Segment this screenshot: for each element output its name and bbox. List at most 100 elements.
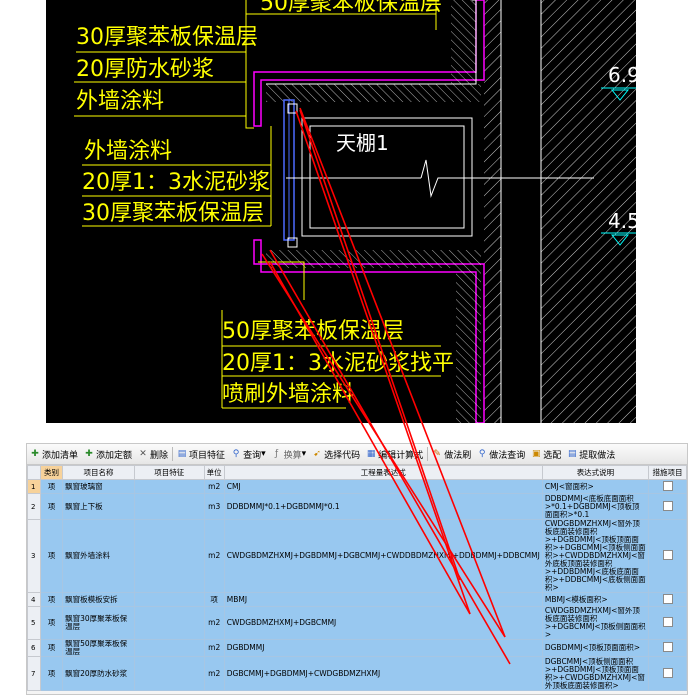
- header-measure[interactable]: 措施项目: [648, 465, 687, 480]
- cell-expr[interactable]: CWDGBDMZHXMJ+DGBCMMJ: [223, 606, 543, 640]
- add-list-button[interactable]: ✚添加清单: [31, 449, 79, 461]
- label-mid-3: 30厚聚苯板保温层: [82, 201, 264, 226]
- search-button[interactable]: ⚲查询 ▾: [232, 449, 266, 461]
- delete-button[interactable]: ✕删除: [139, 449, 169, 461]
- cell-type[interactable]: 项: [39, 656, 64, 691]
- header-feature[interactable]: 项目特征: [133, 465, 205, 480]
- cell-expr[interactable]: CWDGBDMZHXMJ+DGBDMMJ+DGBCMMJ+CWDDBDMZHXM…: [223, 519, 543, 593]
- cell-expr[interactable]: DGBCMMJ+DGBDMMJ+CWDGBDMZHXMJ: [223, 656, 543, 691]
- convert-icon: ƒ: [275, 449, 279, 459]
- cell-measure: [648, 639, 687, 657]
- select-code-button[interactable]: ➹选择代码: [313, 449, 361, 461]
- cell-feature[interactable]: [133, 479, 205, 494]
- row-number[interactable]: 5: [27, 606, 41, 640]
- measure-checkbox[interactable]: [662, 593, 673, 604]
- row-number[interactable]: 4: [27, 592, 41, 607]
- cell-feature[interactable]: [133, 493, 205, 520]
- extract-button[interactable]: ▤提取做法: [567, 449, 616, 461]
- header-type[interactable]: 类别: [39, 465, 64, 480]
- cell-expr[interactable]: DDBDMMJ*0.1+DGBDMMJ*0.1: [223, 493, 543, 520]
- cell-feature[interactable]: [133, 656, 205, 691]
- row-number[interactable]: 6: [27, 639, 41, 657]
- header-expr[interactable]: 工程量表达式: [223, 465, 543, 480]
- cell-unit[interactable]: m2: [203, 606, 225, 640]
- cell-type[interactable]: 项: [39, 519, 64, 593]
- brush-button[interactable]: ✎做法刷: [433, 449, 472, 461]
- cell-unit[interactable]: 项: [203, 592, 225, 607]
- method-search-button[interactable]: ⚲做法查询: [478, 449, 526, 461]
- measure-checkbox[interactable]: [662, 667, 673, 678]
- cell-expr[interactable]: DGBDMMJ: [223, 639, 543, 657]
- table-header: 类别 项目名称 项目特征 单位 工程量表达式 表达式说明 措施项目: [27, 465, 687, 480]
- cell-name[interactable]: 飘窗板模板安拆: [62, 592, 135, 607]
- cell-name[interactable]: 飘窗50厚聚苯板保温层: [62, 639, 135, 657]
- cell-desc[interactable]: DGBCMMJ<顶板侧面面积>+DGBDMMJ<顶板顶面面积>+CWDGBDMZ…: [541, 656, 650, 691]
- extract-icon: ▤: [567, 449, 577, 459]
- edit-formula-button[interactable]: ▦编辑计算式: [366, 449, 424, 461]
- header-unit[interactable]: 单位: [203, 465, 225, 480]
- select-config-button[interactable]: ▣选配: [531, 449, 562, 461]
- measure-checkbox[interactable]: [662, 550, 673, 560]
- cell-name[interactable]: 飘窗玻璃窗: [62, 479, 135, 494]
- cell-type[interactable]: 项: [39, 592, 64, 607]
- header-name[interactable]: 项目名称: [62, 465, 135, 480]
- cell-expr[interactable]: CMJ: [223, 479, 543, 494]
- cell-type[interactable]: 项: [39, 479, 64, 494]
- cad-drawing[interactable]: 50厚聚苯板保温层 30厚聚苯板保温层 20厚防水砂浆 外墙涂料 外墙涂料 20…: [46, 0, 636, 423]
- cell-expr[interactable]: MBMJ: [223, 592, 543, 607]
- cell-name[interactable]: 飘窗30厚聚苯板保温层: [62, 606, 135, 640]
- cell-feature[interactable]: [133, 639, 205, 657]
- label-mid-1: 外墙涂料: [84, 139, 172, 164]
- cell-measure: [648, 656, 687, 691]
- row-number[interactable]: 1: [27, 479, 41, 494]
- cell-measure: [648, 606, 687, 640]
- measure-checkbox[interactable]: [662, 617, 673, 627]
- cell-desc[interactable]: CMJ<窗面积>: [541, 479, 650, 494]
- header-desc[interactable]: 表达式说明: [541, 465, 650, 480]
- cell-name[interactable]: 飘窗上下板: [62, 493, 135, 520]
- cell-feature[interactable]: [133, 606, 205, 640]
- cell-type[interactable]: 项: [39, 606, 64, 640]
- row-number[interactable]: 2: [27, 493, 41, 520]
- cell-type[interactable]: 项: [39, 639, 64, 657]
- cell-feature[interactable]: [133, 592, 205, 607]
- cell-desc[interactable]: DGBDMMJ<顶板顶面面积>: [541, 639, 650, 657]
- cell-unit[interactable]: m2: [203, 639, 225, 657]
- row-number[interactable]: 3: [27, 519, 41, 593]
- measure-checkbox[interactable]: [662, 480, 673, 491]
- measure-checkbox[interactable]: [662, 642, 673, 652]
- cell-feature[interactable]: [133, 519, 205, 593]
- cell-measure: [648, 493, 687, 520]
- cell-desc[interactable]: MBMJ<模板面积>: [541, 592, 650, 607]
- cell-unit[interactable]: m3: [203, 493, 225, 520]
- cell-unit[interactable]: m2: [203, 519, 225, 593]
- add-quota-button[interactable]: ✚添加定额: [85, 449, 133, 461]
- cell-type[interactable]: 项: [39, 493, 64, 520]
- cell-desc[interactable]: DDBDMMJ<底板底面面积>*0.1+DGBDMMJ<顶板顶面面积>*0.1: [541, 493, 650, 520]
- cell-unit[interactable]: m2: [203, 656, 225, 691]
- cell-name[interactable]: 飘窗外墙涂料: [62, 519, 135, 593]
- cad-canvas: 50厚聚苯板保温层 30厚聚苯板保温层 20厚防水砂浆 外墙涂料 外墙涂料 20…: [74, 0, 636, 423]
- measure-checkbox[interactable]: [662, 500, 673, 511]
- cell-name[interactable]: 飘窗20厚防水砂浆: [62, 656, 135, 691]
- elevation-label-2: 4.5: [608, 209, 636, 233]
- label-bottom-2: 20厚1：3水泥砂浆找平: [222, 351, 454, 376]
- cell-desc[interactable]: CWDGBDMZHXMJ<窗外顶板底面装修面积>+DGBDMMJ<顶板顶面面积>…: [541, 519, 650, 593]
- row-number[interactable]: 7: [27, 656, 41, 691]
- wall-gap: [501, 0, 541, 423]
- cell-desc[interactable]: CWDGBDMZHXMJ<窗外顶板底面装修面积>+DGBCMMJ<顶板侧面面积>: [541, 606, 650, 640]
- feature-button[interactable]: ▤项目特征: [177, 449, 226, 461]
- cell-unit[interactable]: m2: [203, 479, 225, 494]
- label-top-2: 20厚防水砂浆: [76, 57, 214, 82]
- edit-formula-icon: ▦: [366, 449, 376, 459]
